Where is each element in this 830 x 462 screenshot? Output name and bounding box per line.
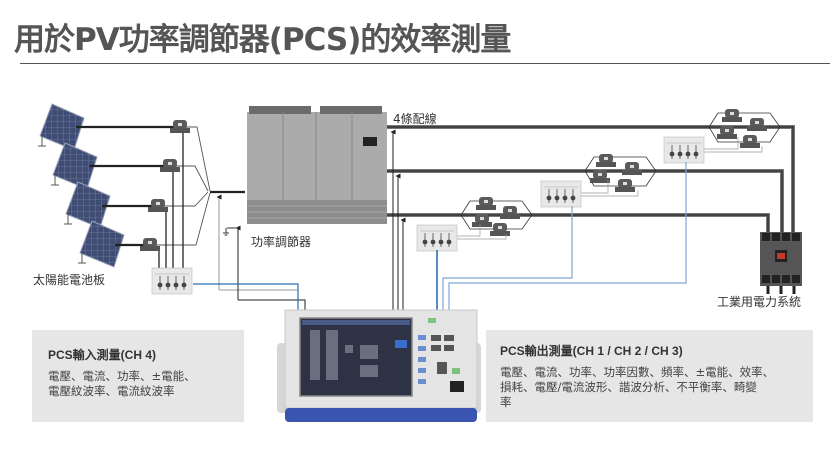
- solar-panel-array: [37, 103, 125, 268]
- solar-panel-label: 太陽能電池板: [33, 273, 106, 287]
- grid-label: 工業用電力系統: [717, 295, 802, 309]
- input-terminal-block: [151, 267, 193, 295]
- panel-wiring: [76, 125, 178, 247]
- output-box-line: 損耗、電壓/電流波形、諧波分析、不平衡率、畸變: [500, 380, 757, 394]
- input-box-title: PCS輸入測量(CH 4): [48, 348, 157, 362]
- input-box-line: 電壓紋波率、電流紋波率: [48, 384, 175, 398]
- output-box-title: PCS輸出測量(CH 1 / CH 2 / CH 3): [500, 344, 683, 358]
- pcs-label: 功率調節器: [251, 235, 312, 249]
- input-measurement-box: PCS輸入測量(CH 4) 電壓、電流、功率、±電能、 電壓紋波率、電流紋波率: [32, 330, 244, 422]
- power-conditioner-cabinet: [247, 106, 387, 224]
- ac-output-lines: [387, 125, 795, 232]
- output-box-line: 率: [500, 395, 512, 409]
- input-box-line: 電壓、電流、功率、±電能、: [48, 369, 196, 383]
- ct-cluster-ch2: [580, 154, 657, 197]
- circuit-breaker: [760, 232, 802, 294]
- ct-cluster-ch3: [457, 197, 533, 240]
- terminal-block-ch1: [663, 136, 705, 164]
- page-title: 用於PV功率調節器(PCS)的效率測量: [14, 22, 511, 58]
- terminal-block-ch2: [540, 180, 582, 208]
- ct-cluster-ch1: [704, 109, 781, 153]
- output-box-line: 電壓、電流、功率、功率因數、頻率、±電能、效率、: [500, 365, 775, 379]
- output-measurement-box: PCS輸出測量(CH 1 / CH 2 / CH 3) 電壓、電流、功率、功率因…: [486, 330, 813, 422]
- title-divider: [20, 63, 830, 64]
- wiring-label: 4條配線: [393, 112, 437, 126]
- terminal-block-ch3: [416, 224, 458, 252]
- power-analyzer: [277, 309, 481, 422]
